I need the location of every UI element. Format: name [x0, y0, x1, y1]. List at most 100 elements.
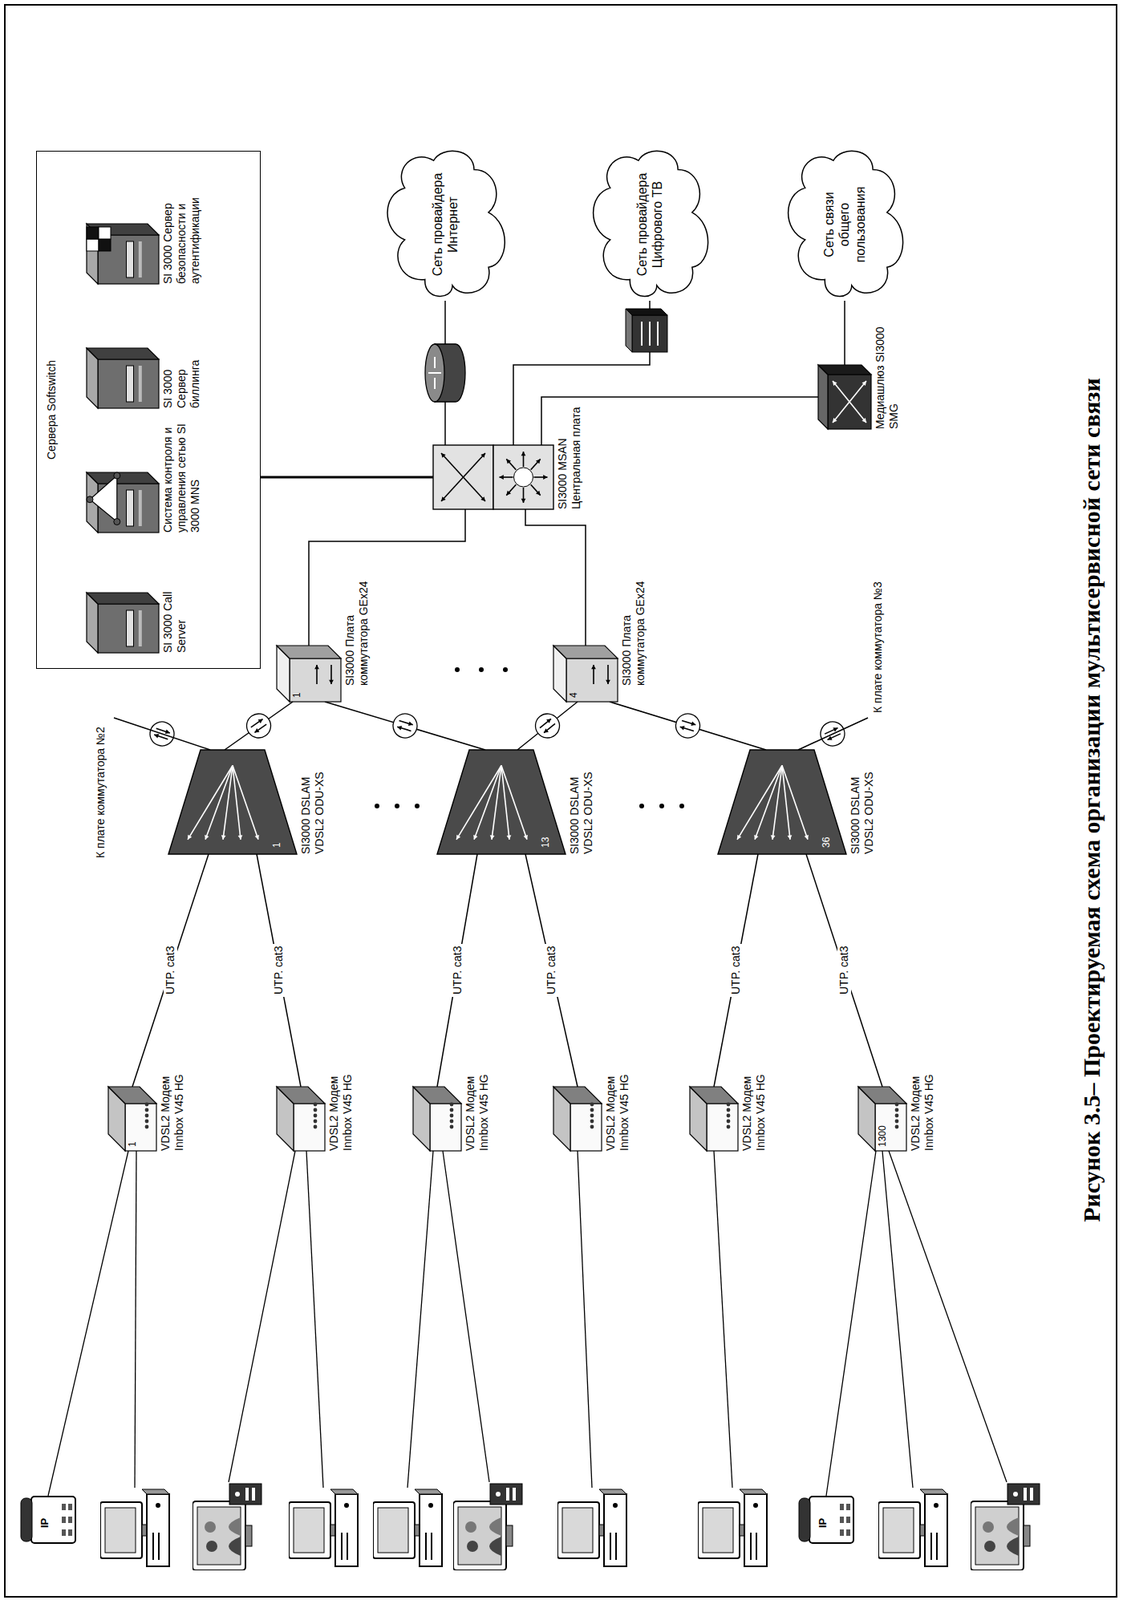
callout-text: К плате коммутатора №2 [93, 726, 108, 859]
server-group-box: Сервера SoftswitchSI 3000 Call ServerСис… [36, 150, 261, 669]
connector [224, 701, 293, 751]
computer [372, 1489, 442, 1567]
device-label: SI3000 DSLAM VDSL2 ODU-XS [848, 758, 876, 855]
device-label: VDSL2 Модем Innbox V45 HG [908, 1062, 937, 1152]
device-label: VDSL2 Модем Innbox V45 HG [158, 1062, 187, 1152]
group-title: Сервера Softswitch [44, 151, 59, 669]
device-icon [168, 750, 297, 855]
wire [407, 1151, 434, 1488]
device-label: Медиашлюз SI3000 SMG [873, 308, 901, 430]
msan-icon: SI3000 MSAN Центральная плата [433, 445, 554, 510]
connector [132, 854, 209, 1087]
wire [228, 1151, 296, 1483]
connector [517, 701, 578, 751]
callout-number: 4 [567, 692, 580, 698]
connector [308, 509, 466, 646]
wire [882, 1151, 913, 1488]
device-icon [86, 223, 159, 284]
device-label: VDSL2 Модем Innbox V45 HG [740, 1062, 768, 1152]
leader-line [113, 717, 211, 751]
repeater-symbol [389, 710, 420, 741]
computer [100, 1489, 170, 1567]
connector-label: UTP. cat3 [837, 944, 852, 998]
callout-number: 1 [271, 842, 283, 848]
device-icon [818, 364, 872, 430]
cloud-label: Сеть провайдера Цифрового ТВ [634, 169, 665, 280]
switch-board-icon: 1SI3000 Плата коммутатора GEx24 [276, 645, 341, 702]
device-icon [553, 645, 618, 702]
network-cloud: Сеть провайдера Цифрового ТВ [579, 148, 721, 301]
device-label: SI3000 DSLAM VDSL2 ODU-XS [567, 758, 596, 855]
repeater-symbol [242, 709, 276, 743]
repeater-symbol [530, 709, 564, 743]
switch-board-icon: 4SI3000 Плата коммутатора GEx24 [553, 645, 618, 702]
computer [557, 1489, 627, 1567]
connector [525, 854, 578, 1087]
connector-label: UTP. cat3 [450, 944, 465, 998]
device-label: SI 3000 Сервер биллинга [161, 336, 202, 409]
connector [525, 509, 586, 646]
connector [713, 854, 759, 1087]
connector [843, 300, 846, 365]
device-icon [433, 445, 554, 510]
modem-icon: VDSL2 Модем Innbox V45 HG [553, 1086, 602, 1152]
leader-lines [113, 717, 868, 751]
media-gateway-icon: Медиашлюз SI3000 SMG [818, 364, 872, 430]
cloud-outline [579, 148, 721, 301]
connector-label: UTP. cat3 [163, 944, 178, 998]
device-icon [86, 472, 159, 533]
device-icon [108, 1086, 157, 1152]
wire [577, 1151, 592, 1488]
wire [134, 1151, 137, 1488]
server-icon: SI 3000 Сервер безопасности и аутентифик… [86, 223, 159, 284]
server-icon: SI 3000 Сервер биллинга [86, 348, 159, 409]
device-icon [413, 1086, 462, 1152]
callout-number: 36 [820, 837, 832, 848]
modem-icon: 1300VDSL2 Модем Innbox V45 HG [858, 1086, 907, 1152]
page-frame [4, 4, 1117, 1598]
connector [609, 701, 767, 751]
television [192, 1483, 262, 1571]
television [453, 1483, 523, 1571]
wire [888, 1151, 1007, 1483]
device-icon [553, 1086, 602, 1152]
modem-icon: VDSL2 Модем Innbox V45 HG [276, 1086, 325, 1152]
callout-number: 13 [539, 837, 552, 848]
cloud-outline [372, 148, 518, 301]
device-icon [86, 348, 159, 409]
dslam-icon: 13SI3000 DSLAM VDSL2 ODU-XS [437, 750, 566, 855]
dslam-icon: 1SI3000 DSLAM VDSL2 ODU-XS [168, 750, 297, 855]
device-label: SI3000 MSAN Центральная плата [555, 389, 584, 510]
device-label: SI 3000 Call Server [161, 580, 189, 653]
wire [713, 1151, 733, 1488]
modem-icon: VDSL2 Модем Innbox V45 HG [689, 1086, 738, 1152]
device-icon [276, 645, 341, 702]
modem-icon: 1VDSL2 Модем Innbox V45 HG [108, 1086, 157, 1152]
connector [256, 854, 301, 1087]
device-icon [689, 1086, 738, 1152]
connector [541, 397, 819, 446]
connector-label: UTP. cat3 [729, 944, 743, 998]
phone-marking: IP [816, 1518, 830, 1529]
modem-icon: VDSL2 Модем Innbox V45 HG [413, 1086, 462, 1152]
callout-number: 1 [126, 1141, 138, 1148]
callout-text: К плате коммутатора №3 [871, 581, 885, 714]
device-label: SI3000 Плата коммутатора GEx24 [343, 573, 371, 686]
connector [324, 701, 486, 751]
connector [806, 854, 883, 1087]
leader-line [798, 717, 868, 751]
connector [260, 476, 434, 479]
repeater-symbol [672, 710, 703, 741]
connector-label: UTP. cat3 [544, 944, 559, 998]
server-icon: SI 3000 Call Server [86, 592, 159, 653]
wire [442, 1151, 490, 1483]
network-cloud: Сеть связи общего пользования [774, 148, 916, 301]
phone-marking: IP [38, 1518, 52, 1529]
subscriber-devices [20, 1483, 1040, 1571]
tv-headend-symbol [625, 308, 668, 353]
device-label: VDSL2 Модем Innbox V45 HG [463, 1062, 491, 1152]
device-label: SI 3000 Сервер безопасности и аутентифик… [161, 183, 202, 284]
device-label: VDSL2 Модем Innbox V45 HG [604, 1062, 632, 1152]
device-label: SI3000 DSLAM VDSL2 ODU-XS [299, 758, 327, 855]
television [970, 1483, 1040, 1571]
